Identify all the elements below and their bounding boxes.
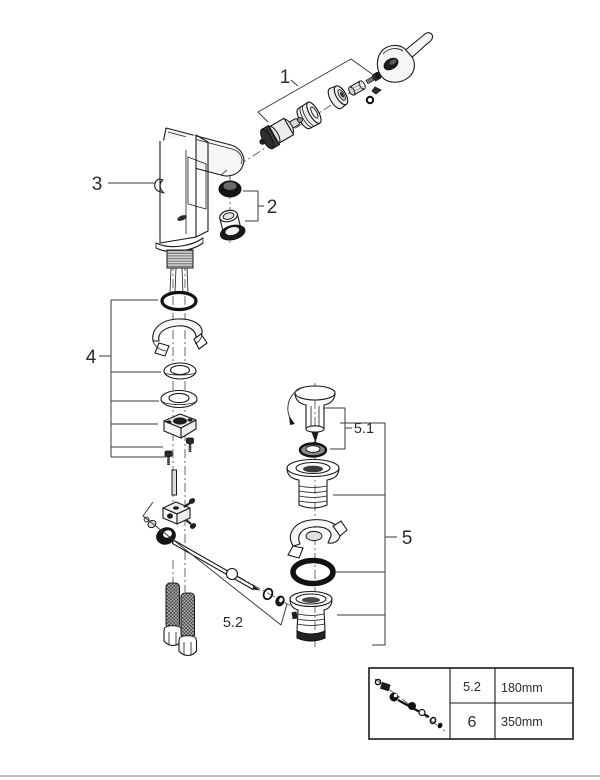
rod-knob-drawing [156,527,176,545]
callout-2-label: 2 [267,197,278,218]
clevis-side-nut-drawing [143,516,157,529]
size-table-ref-1: 5.2 [463,679,481,694]
cartridge-drawing [259,117,303,150]
handle-screw-drawing [365,71,382,85]
faucet-body-part3: 3 [92,127,245,294]
lever-handle-drawing [376,32,434,83]
plug-head-drawing [294,385,336,401]
size-table: 5.2 180mm 6 350mm [368,667,574,740]
handle-ball-drawing [365,95,375,105]
washer-thick-drawing [160,389,198,409]
callout-3-label: 3 [92,174,103,195]
drain-set-part5: 5 [286,422,413,646]
supply-tubes-drawing [169,267,189,294]
callout-5-2-bracket [142,501,288,626]
popup-plug-part5-1: 5.1 [287,385,374,458]
rod-grommet-drawing [275,595,285,607]
waste-oring-drawing [290,557,336,587]
callout-2-bracket [243,190,264,222]
rod-oring-drawing [262,587,274,601]
clevis-screw-top-drawing [183,498,196,508]
oring-drawing [160,290,198,312]
callout-1-bracket [257,58,373,123]
bracket-screw-left-drawing [164,450,173,465]
body-clip-drawing [154,178,165,194]
aerator-part2: 2 [218,180,278,241]
hose-left-drawing [163,582,183,647]
handle-cone-drawing [371,86,382,95]
callout-5-1-bracket [323,407,352,450]
cap-nut-drawing [348,80,366,96]
plug-seal-drawing [298,442,328,458]
escutcheon-drawing [152,318,208,357]
drain-flange-drawing [286,458,340,509]
size-table-dividers [449,668,573,739]
sensor-window-drawing [177,215,187,221]
bracket-screw-right-drawing [186,437,194,452]
body-column-drawing [159,135,197,244]
hose-right-drawing [178,592,198,657]
rod-drawing [171,539,261,591]
mounting-set-part4: 4 [86,290,208,465]
pull-rod-upper-drawing [171,469,177,496]
callout-1-label: 1 [280,67,291,88]
callout-1-connector [290,79,299,87]
center-axes [172,39,432,648]
callout-5-1-label: 5.1 [354,421,374,437]
clevis-block-drawing [162,501,191,525]
rod-pictogram [374,678,446,732]
callout-5-bracket [333,422,397,646]
washer-thin-drawing [163,362,197,380]
size-table-length-1: 180mm [501,681,543,695]
callout-5-label: 5 [402,528,413,549]
waste-body-drawing [289,590,333,642]
dome-ring-drawing [327,85,349,110]
threaded-shank-drawing [166,249,194,269]
aerator-spout-drawing [219,209,246,241]
pull-rod-part5-2: 5.2 [142,498,288,631]
supply-hoses-part6 [163,582,198,657]
horseshoe-bracket-drawing [287,519,348,559]
mounting-bracket-drawing [163,413,197,439]
callout-4-label: 4 [86,347,97,368]
ribbed-ring-drawing [296,101,322,130]
clevis-screw-bottom-drawing [185,519,197,529]
callout-5-2-label: 5.2 [223,615,243,631]
callout-4-bracket [99,299,166,458]
handle-assembly-part1: 1 [257,32,434,150]
size-table-length-2: 350mm [501,715,543,729]
footer-rule [0,775,600,777]
size-table-ref-2: 6 [468,714,477,731]
